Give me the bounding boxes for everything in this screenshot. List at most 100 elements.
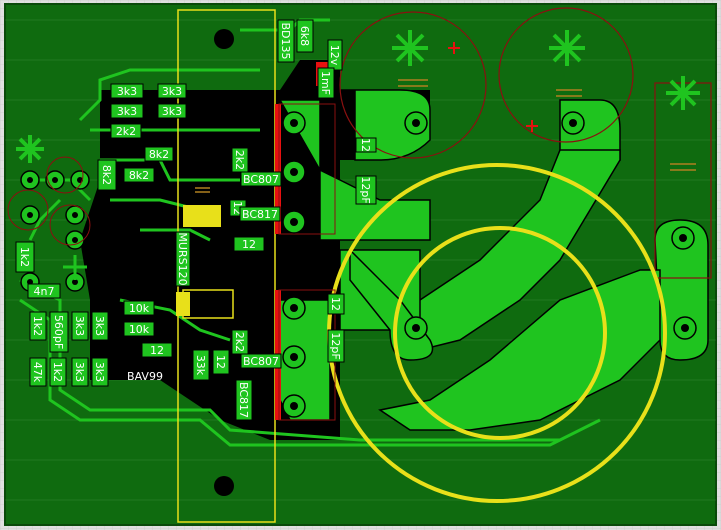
component-body[interactable] <box>141 342 173 358</box>
component-body[interactable] <box>29 357 47 387</box>
cap-outline-c2 <box>498 7 634 143</box>
component-body[interactable] <box>49 311 69 353</box>
component-3k3[interactable]: 3k3 <box>110 103 144 119</box>
component-body[interactable] <box>91 311 109 341</box>
component-body[interactable] <box>240 171 282 187</box>
component-2k2[interactable]: 2k2 <box>231 329 249 355</box>
component-3k3[interactable]: 3k3 <box>71 357 89 387</box>
component-body[interactable] <box>123 167 155 183</box>
component-body[interactable] <box>317 67 335 99</box>
component-body[interactable] <box>29 311 47 341</box>
component-8k2[interactable]: 8k2 <box>144 146 174 162</box>
component-body[interactable] <box>296 19 314 53</box>
component-body[interactable] <box>212 349 230 375</box>
component-body[interactable] <box>192 349 210 381</box>
component-3k3[interactable]: 3k3 <box>110 83 144 99</box>
component-bc817[interactable]: BC817 <box>239 206 281 222</box>
component-body[interactable] <box>327 329 345 363</box>
thermal-pad-c3[interactable] <box>666 76 700 110</box>
component-body[interactable] <box>157 103 187 119</box>
component-12[interactable]: 12 <box>327 293 345 315</box>
component-body[interactable] <box>233 236 265 252</box>
component-body[interactable] <box>235 379 253 421</box>
component-body[interactable] <box>175 231 191 287</box>
component-body[interactable] <box>231 329 249 355</box>
component-bd135[interactable]: BD135 <box>277 19 295 63</box>
component-body[interactable] <box>327 293 345 315</box>
component-label: 3k3 <box>93 362 106 382</box>
component-body[interactable] <box>355 137 377 153</box>
component-2k2[interactable]: 2k2 <box>110 123 142 139</box>
power-traces[interactable] <box>278 89 709 431</box>
component-label: 3k3 <box>73 316 86 336</box>
component-12[interactable]: 12 <box>212 349 230 375</box>
component-body[interactable] <box>97 159 117 191</box>
component-label: 3k3 <box>117 105 137 118</box>
component-12v[interactable]: 12v <box>327 39 343 71</box>
component-body[interactable] <box>123 321 155 337</box>
component-bc807[interactable]: BC807 <box>240 171 282 187</box>
component-body[interactable] <box>157 83 187 99</box>
component-body[interactable] <box>110 123 142 139</box>
component-bav99[interactable]: BAV99 <box>127 370 163 383</box>
component-47k[interactable]: 47k <box>29 357 47 387</box>
component-label: 12 <box>329 297 342 311</box>
component-body[interactable] <box>240 353 282 369</box>
component-label: BD135 <box>279 22 292 59</box>
component-label: 3k3 <box>162 85 182 98</box>
component-3k3[interactable]: 3k3 <box>157 83 187 99</box>
component-label: BC817 <box>242 208 278 221</box>
thermal-pad-c2[interactable] <box>549 30 585 66</box>
component-1k2[interactable]: 1k2 <box>29 311 47 341</box>
component-1k2[interactable]: 1k2 <box>15 241 35 273</box>
component-560pf[interactable]: 560pF <box>49 311 69 353</box>
thermal-pad-small[interactable] <box>63 255 87 280</box>
component-body[interactable] <box>91 357 109 387</box>
component-12pf[interactable]: 12pF <box>355 175 377 205</box>
component-6k8[interactable]: 6k8 <box>296 19 314 53</box>
component-3k3[interactable]: 3k3 <box>91 311 109 341</box>
component-body[interactable] <box>327 39 343 71</box>
component-bc807[interactable]: BC807 <box>240 353 282 369</box>
component-label: 2k2 <box>116 125 136 138</box>
component-1mf[interactable]: 1mF <box>317 67 335 99</box>
component-body[interactable] <box>144 146 174 162</box>
component-label: 10k <box>129 302 150 315</box>
component-body[interactable] <box>277 19 295 63</box>
component-body[interactable] <box>355 175 377 205</box>
mosfet-outline-top <box>278 103 336 235</box>
component-body[interactable] <box>110 103 144 119</box>
component-12[interactable]: 12 <box>141 342 173 358</box>
component-3k3[interactable]: 3k3 <box>91 357 109 387</box>
component-12pf[interactable]: 12pF <box>327 329 345 363</box>
component-body[interactable] <box>123 300 155 316</box>
component-body[interactable] <box>110 83 144 99</box>
component-body[interactable] <box>15 241 35 273</box>
component-body[interactable] <box>27 283 61 299</box>
thermal-pad-input[interactable] <box>16 135 44 163</box>
component-bc817[interactable]: BC817 <box>235 379 253 421</box>
component-8k2[interactable]: 8k2 <box>123 167 155 183</box>
component-label: 33k <box>194 355 207 376</box>
component-3k3[interactable]: 3k3 <box>71 311 89 341</box>
component-2k2[interactable]: 2k2 <box>231 147 249 173</box>
component-8k2[interactable]: 8k2 <box>97 159 117 191</box>
component-body[interactable] <box>71 357 89 387</box>
component-body[interactable] <box>71 311 89 341</box>
component-label: 12pF <box>359 176 372 203</box>
component-body[interactable] <box>239 206 281 222</box>
component-1k2[interactable]: 1k2 <box>49 357 67 387</box>
component-12[interactable]: 12 <box>355 137 377 153</box>
component-body[interactable] <box>49 357 67 387</box>
component-10k[interactable]: 10k <box>123 321 155 337</box>
component-10k[interactable]: 10k <box>123 300 155 316</box>
component-body[interactable] <box>231 147 249 173</box>
component-murs120[interactable]: MURS120 <box>175 231 191 287</box>
component-33k[interactable]: 33k <box>192 349 210 381</box>
thermal-pad-c1[interactable] <box>392 30 428 66</box>
component-12[interactable]: 12 <box>233 236 265 252</box>
component-3k3[interactable]: 3k3 <box>157 103 187 119</box>
component-4n7[interactable]: 4n7 <box>27 283 61 299</box>
